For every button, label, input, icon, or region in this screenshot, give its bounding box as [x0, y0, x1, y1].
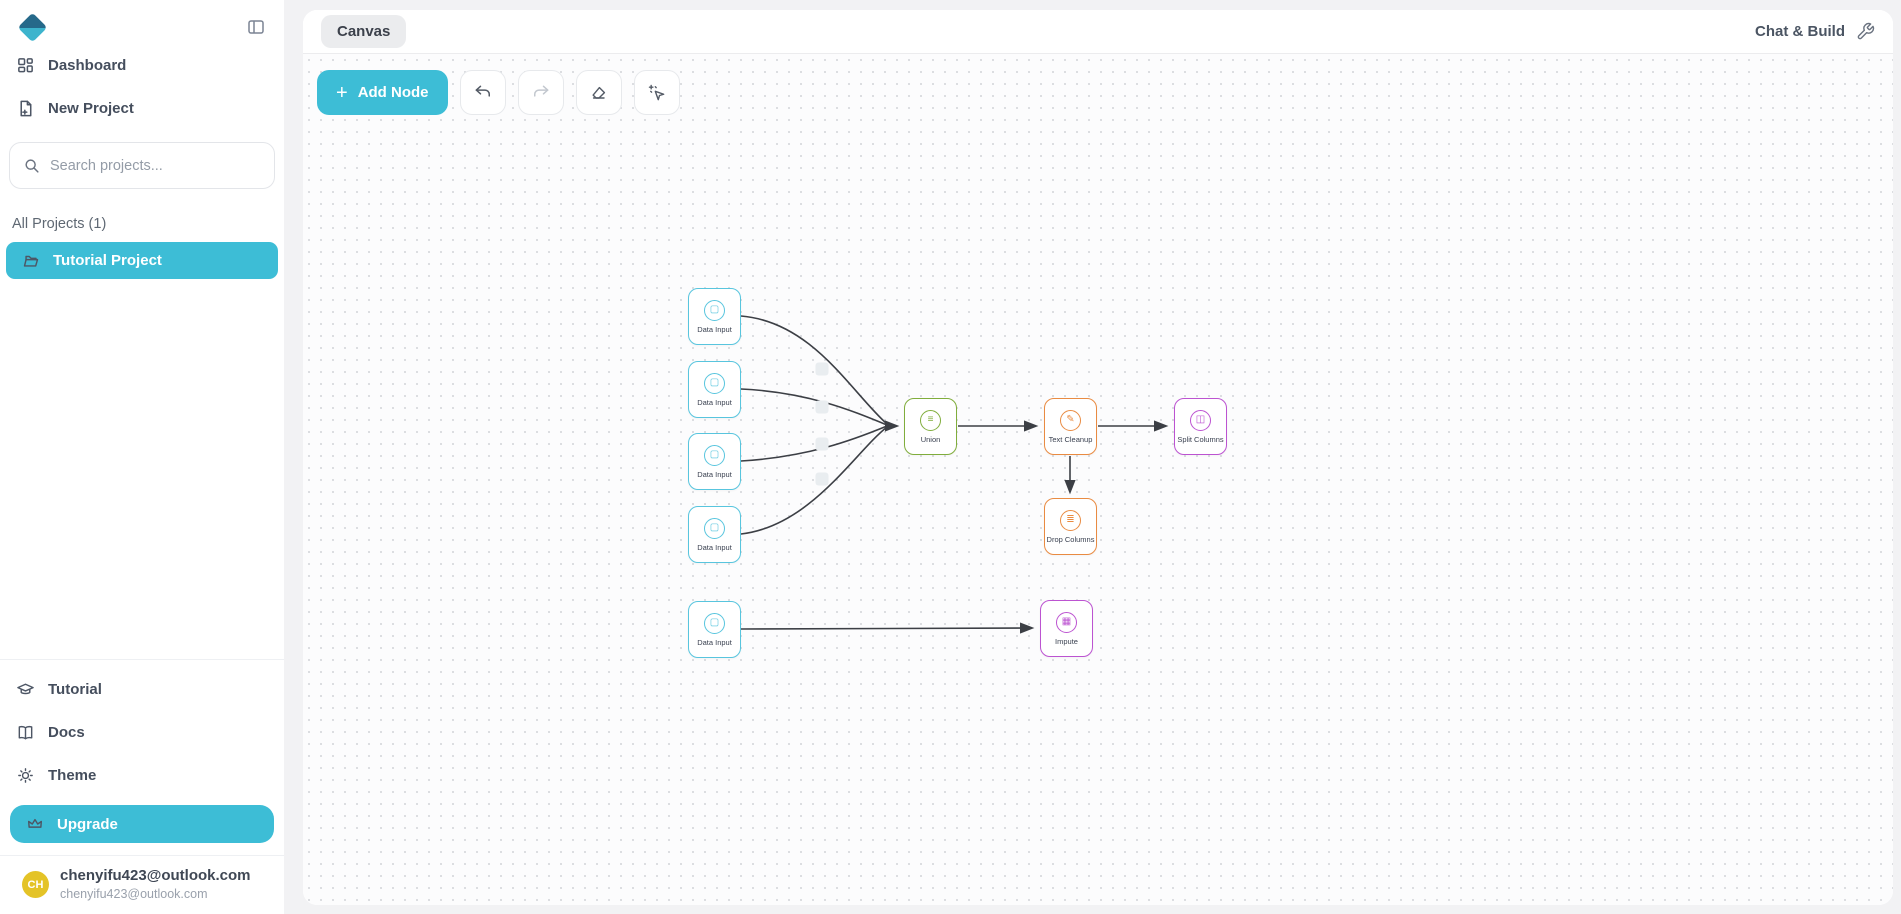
edge-handle-2[interactable] [816, 401, 829, 414]
node-label: Split Columns [1177, 435, 1223, 444]
flow-node-text-cleanup[interactable]: ✎ Text Cleanup [1044, 398, 1097, 455]
node-label: Data Input [697, 638, 732, 647]
flow-node-impute[interactable]: ▦ Impute [1040, 600, 1093, 657]
search-input[interactable] [50, 158, 261, 174]
flow-node-data-input-4[interactable]: ▢ Data Input [688, 506, 741, 563]
flow-node-drop-columns[interactable]: ≣ Drop Columns [1044, 498, 1097, 555]
node-label: Data Input [697, 470, 732, 479]
project-search [9, 142, 275, 189]
main-panel: Canvas Chat & Build + Add Node [303, 10, 1893, 905]
undo-icon [473, 83, 493, 103]
flow-node-data-input-3[interactable]: ▢ Data Input [688, 433, 741, 490]
tab-canvas[interactable]: Canvas [321, 15, 406, 48]
data-input-1-icon: ▢ [704, 300, 725, 321]
project-label: Tutorial Project [53, 252, 162, 269]
sidebar-item-tutorial-project[interactable]: Tutorial Project [6, 242, 278, 279]
user-email: chenyifu423@outlook.com [60, 886, 251, 902]
node-label: Drop Columns [1047, 535, 1095, 544]
sidebar-item-theme[interactable]: Theme [10, 754, 274, 797]
flow-node-data-input-5[interactable]: ▢ Data Input [688, 601, 741, 658]
sidebar-item-label: Theme [48, 767, 96, 784]
sidebar: Dashboard New Project All Projects (1) T… [0, 0, 284, 914]
data-input-5-icon: ▢ [704, 613, 725, 634]
search-icon [23, 157, 41, 175]
dashboard-icon [16, 56, 35, 75]
flow-node-data-input-1[interactable]: ▢ Data Input [688, 288, 741, 345]
sidebar-footer: Tutorial Docs Theme Upgrade CH chenyifu4… [0, 659, 284, 914]
sidebar-item-label: Tutorial [48, 681, 102, 698]
node-label: Data Input [697, 543, 732, 552]
wrench-icon [1856, 22, 1875, 41]
user-display-name: chenyifu423@outlook.com [60, 867, 251, 886]
node-label: Data Input [697, 325, 732, 334]
node-label: Text Cleanup [1049, 435, 1093, 444]
sidebar-item-label: Docs [48, 724, 85, 741]
flow-canvas[interactable]: + Add Node [303, 54, 1893, 905]
sun-icon [16, 766, 35, 785]
flow-node-union[interactable]: ≡ Union [904, 398, 957, 455]
smart-select-button[interactable] [634, 70, 680, 115]
new-file-icon [16, 99, 35, 118]
edge-handle-3[interactable] [816, 438, 829, 451]
drop-columns-icon: ≣ [1060, 510, 1081, 531]
sidebar-item-dashboard[interactable]: Dashboard [0, 44, 284, 87]
flow-edge-data-input-2-union[interactable] [741, 389, 887, 425]
sidebar-item-docs[interactable]: Docs [10, 711, 274, 754]
sidebar-spacer [0, 279, 284, 659]
sidebar-item-tutorial[interactable]: Tutorial [10, 668, 274, 711]
edge-group [741, 316, 1166, 629]
user-avatar: CH [22, 871, 49, 898]
chat-and-build-toggle[interactable]: Chat & Build [1755, 22, 1875, 41]
flow-node-data-input-2[interactable]: ▢ Data Input [688, 361, 741, 418]
union-icon: ≡ [920, 410, 941, 431]
data-input-3-icon: ▢ [704, 445, 725, 466]
sidebar-collapse-button[interactable] [244, 15, 268, 39]
graduation-cap-icon [16, 680, 35, 699]
eraser-icon [589, 83, 609, 103]
upgrade-button[interactable]: Upgrade [10, 805, 274, 843]
node-label: Impute [1055, 637, 1078, 646]
canvas-toolbar: + Add Node [317, 70, 680, 115]
user-info: chenyifu423@outlook.com chenyifu423@outl… [60, 867, 251, 902]
add-node-button[interactable]: + Add Node [317, 70, 448, 115]
chat-and-build-label: Chat & Build [1755, 23, 1845, 40]
flow-edge-data-input-1-union[interactable] [741, 316, 887, 424]
undo-button[interactable] [460, 70, 506, 115]
user-account[interactable]: CH chenyifu423@outlook.com chenyifu423@o… [0, 855, 284, 914]
crown-icon [26, 815, 44, 833]
node-label: Data Input [697, 398, 732, 407]
folder-open-icon [22, 252, 40, 270]
flow-node-split-columns[interactable]: ◫ Split Columns [1174, 398, 1227, 455]
text-cleanup-icon: ✎ [1060, 410, 1081, 431]
plus-icon: + [336, 83, 348, 103]
flow-edge-data-input-5-impute[interactable] [741, 628, 1032, 629]
all-projects-label: All Projects (1) [12, 216, 270, 232]
flow-edge-data-input-4-union[interactable] [741, 427, 887, 534]
sidebar-item-new-project[interactable]: New Project [0, 87, 284, 130]
upgrade-label: Upgrade [57, 816, 118, 833]
split-columns-icon: ◫ [1190, 410, 1211, 431]
eraser-button[interactable] [576, 70, 622, 115]
add-node-label: Add Node [358, 84, 429, 101]
sidebar-header [0, 0, 284, 44]
redo-button[interactable] [518, 70, 564, 115]
flow-edges [303, 54, 1893, 905]
impute-icon: ▦ [1056, 612, 1077, 633]
app-logo[interactable] [18, 12, 48, 42]
node-label: Union [921, 435, 941, 444]
magic-cursor-icon [647, 83, 667, 103]
edge-handle-4[interactable] [816, 473, 829, 486]
flow-edge-data-input-3-union[interactable] [741, 426, 887, 461]
edge-handle-1[interactable] [816, 363, 829, 376]
sidebar-item-label: Dashboard [48, 57, 126, 74]
data-input-4-icon: ▢ [704, 518, 725, 539]
canvas-header: Canvas Chat & Build [303, 10, 1893, 54]
data-input-2-icon: ▢ [704, 373, 725, 394]
panel-collapse-icon [246, 17, 266, 37]
book-icon [16, 723, 35, 742]
sidebar-item-label: New Project [48, 100, 134, 117]
redo-icon [531, 83, 551, 103]
